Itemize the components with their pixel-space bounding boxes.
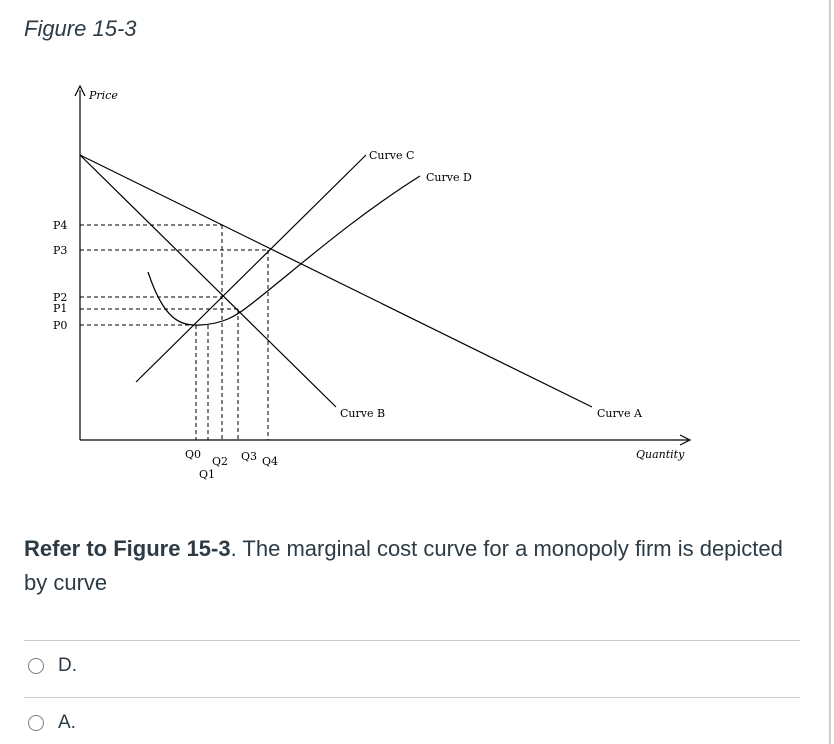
- answer-option-a[interactable]: A.: [28, 708, 76, 738]
- price-tick-p3: P3: [53, 244, 67, 257]
- question-text: Refer to Figure 15-3. The marginal cost …: [24, 532, 804, 600]
- page-right-border: [829, 0, 831, 744]
- curve-c-line: [135, 154, 367, 383]
- x-axis-label: Quantity: [636, 448, 685, 461]
- y-axis-arrow: [74, 84, 86, 97]
- curve-b-label: Curve B: [340, 407, 385, 420]
- y-axis-label: Price: [88, 89, 118, 102]
- curve-d-label: Curve D: [426, 171, 472, 184]
- answer-option-d[interactable]: D.: [28, 651, 77, 681]
- curve-b-line: [79, 154, 337, 408]
- question-figure-ref: Refer to Figure 15-3: [24, 536, 231, 561]
- figure-graph: Price Quantity P4 P3 P2 P1 P0 Q0 Q1 Q2 Q…: [53, 84, 692, 481]
- quantity-tick-q1: Q1: [199, 468, 215, 481]
- price-tick-p4: P4: [53, 219, 67, 232]
- quantity-tick-q3: Q3: [241, 450, 257, 463]
- x-axis-arrow: [679, 434, 692, 446]
- curve-a-line: [79, 154, 593, 408]
- radio-button[interactable]: [28, 658, 44, 674]
- figure-title: Figure 15-3: [24, 16, 137, 41]
- answer-divider: [24, 640, 800, 641]
- question-body: . The marginal cost curve for a monopoly…: [24, 536, 783, 595]
- price-tick-p1: P1: [53, 302, 67, 315]
- answer-label: A.: [58, 712, 76, 733]
- price-tick-p2: P2: [53, 291, 67, 304]
- price-tick-p0: P0: [53, 319, 67, 332]
- radio-button[interactable]: [28, 715, 44, 731]
- quantity-tick-q0: Q0: [185, 448, 201, 461]
- quantity-tick-q2: Q2: [212, 455, 228, 468]
- curve-a-label: Curve A: [597, 407, 643, 420]
- quantity-tick-q4: Q4: [262, 455, 278, 468]
- curve-c-label: Curve C: [369, 149, 414, 162]
- answer-label: D.: [58, 655, 77, 676]
- curve-d-line: [147, 175, 421, 326]
- answer-divider: [24, 697, 800, 698]
